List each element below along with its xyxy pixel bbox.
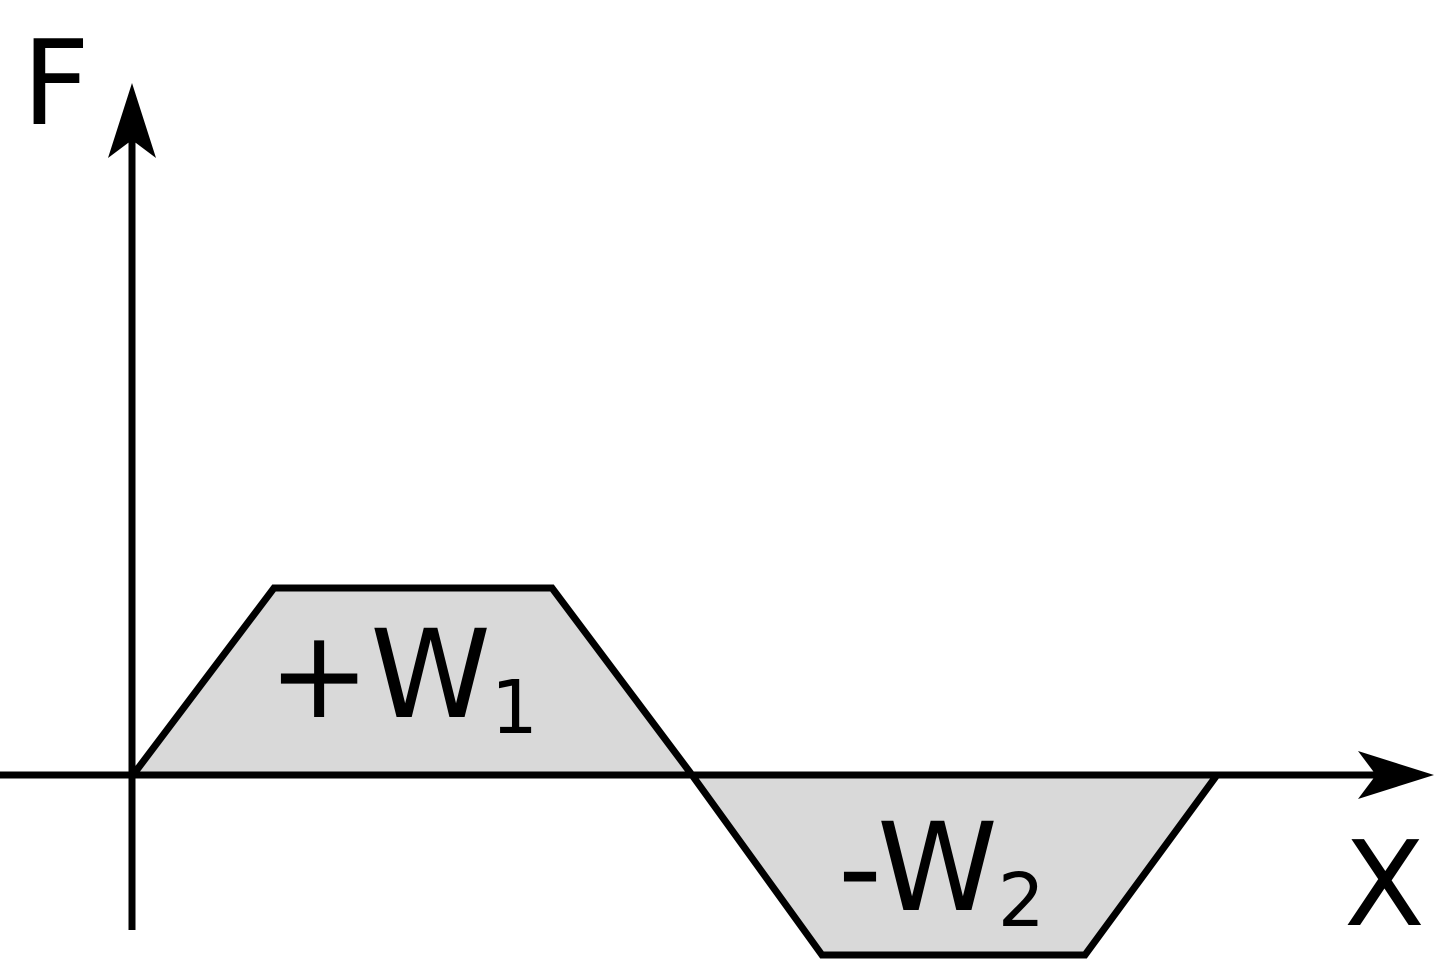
positive-work-sign: + [268, 604, 370, 746]
negative-work-subscript: 2 [998, 858, 1045, 944]
positive-work-label: +W1 [268, 604, 538, 751]
positive-work-symbol: W [370, 604, 491, 746]
x-axis-label: X [1344, 815, 1425, 953]
x-axis-arrowhead [1358, 751, 1434, 799]
negative-work-label: -W2 [838, 797, 1045, 944]
y-axis-label: F [22, 14, 90, 152]
negative-work-sign: - [838, 797, 877, 939]
y-axis-arrowhead [108, 83, 156, 158]
positive-work-subscript: 1 [491, 665, 538, 751]
negative-work-symbol: W [877, 797, 998, 939]
